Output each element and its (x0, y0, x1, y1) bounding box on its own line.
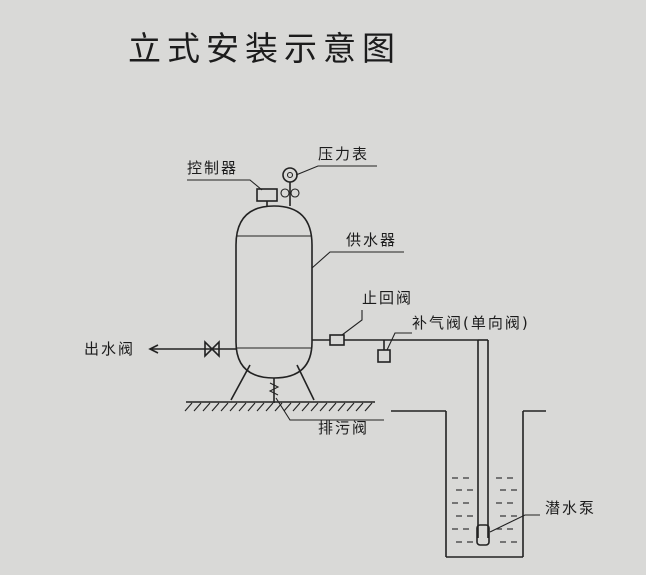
hatch-stroke (256, 402, 265, 412)
hatch-stroke (337, 402, 346, 412)
hatch-stroke (364, 402, 373, 412)
diagram-title: 立式安装示意图 (128, 29, 401, 68)
controller (256, 188, 278, 206)
hatch-stroke (346, 402, 355, 412)
water-well (391, 410, 546, 558)
supply-pipe (312, 334, 489, 538)
hatch-stroke (310, 402, 319, 412)
outlet-valve-label: 出水阀 (84, 340, 135, 358)
drain-valve-label: 排污阀 (318, 419, 369, 437)
hatch-stroke (184, 402, 193, 412)
hatch-stroke (202, 402, 211, 412)
ground-hatching (184, 402, 373, 412)
hatch-stroke (283, 402, 292, 412)
pressure-gauge-label: 压力表 (318, 145, 369, 163)
water-supply-tank (235, 205, 313, 379)
hatch-stroke (301, 402, 310, 412)
air-valve-label: 补气阀(单向阀) (412, 314, 530, 332)
hatch-stroke (247, 402, 256, 412)
drain-valve (268, 378, 280, 403)
hatch-stroke (220, 402, 229, 412)
submersible-pump (476, 524, 490, 546)
hatch-stroke (319, 402, 328, 412)
hatch-stroke (211, 402, 220, 412)
hatch-stroke (355, 402, 364, 412)
water-surface-dashes (452, 477, 517, 543)
water-supply-label: 供水器 (346, 231, 397, 249)
leader-lines (187, 165, 540, 533)
hatch-stroke (238, 402, 247, 412)
check-valve-label: 止回阀 (362, 289, 413, 307)
hatch-stroke (229, 402, 238, 412)
hatch-stroke (328, 402, 337, 412)
hatch-stroke (274, 402, 283, 412)
controller-label: 控制器 (187, 159, 238, 177)
air-valve (377, 340, 391, 363)
ground (184, 401, 375, 412)
hatch-stroke (265, 402, 274, 412)
submersible-pump-label: 潜水泵 (545, 499, 596, 517)
hatch-stroke (292, 402, 301, 412)
pressure-gauge (280, 167, 300, 206)
outlet-line (148, 340, 236, 358)
hatch-stroke (193, 402, 202, 412)
